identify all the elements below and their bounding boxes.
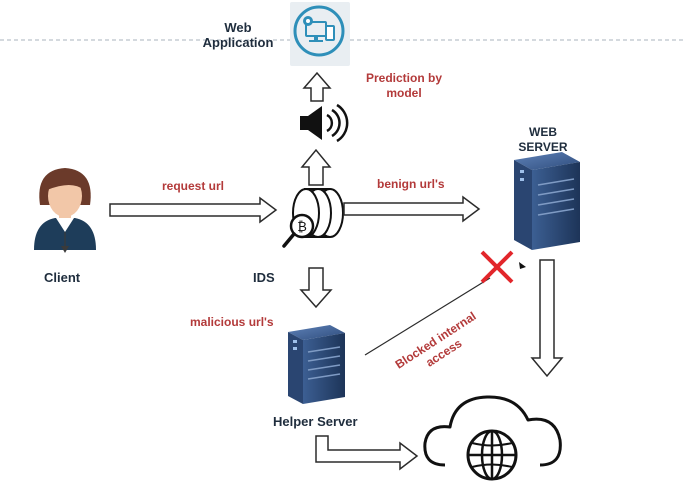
arrow-to-web-application (302, 71, 332, 102)
web-server-icon (514, 152, 580, 250)
user-avatar-icon (34, 168, 96, 253)
blocked-arrowhead (519, 262, 526, 269)
web-application-label: Web Application (202, 20, 274, 50)
malicious-urls-label: malicious url's (190, 315, 274, 329)
prediction-label: Prediction by model (365, 71, 442, 100)
web-application-icon (290, 2, 350, 66)
request-url-label: request url (162, 179, 225, 193)
ids-filter-icon: ₿ (282, 188, 344, 248)
benign-urls-label: benign url's (377, 177, 445, 191)
svg-text:₿: ₿ (297, 220, 307, 235)
arrow-to-prediction (300, 148, 332, 186)
arrow-server-to-internet (530, 259, 564, 378)
arrow-malicious-urls (299, 267, 333, 309)
helper-server-icon (288, 325, 345, 404)
arrow-benign-urls (343, 195, 481, 223)
blocked-access-line (364, 277, 491, 356)
web-server-label: WEB SERVER (518, 125, 568, 154)
arrow-helper-to-internet (315, 435, 419, 471)
ids-label: IDS (253, 270, 275, 285)
cloud-globe-icon (423, 395, 562, 481)
client-label: Client (44, 270, 81, 285)
helper-server-label: Helper Server (273, 414, 358, 429)
red-x-icon (480, 250, 514, 284)
arrow-request-url (109, 196, 278, 224)
speaker-icon (300, 103, 349, 143)
